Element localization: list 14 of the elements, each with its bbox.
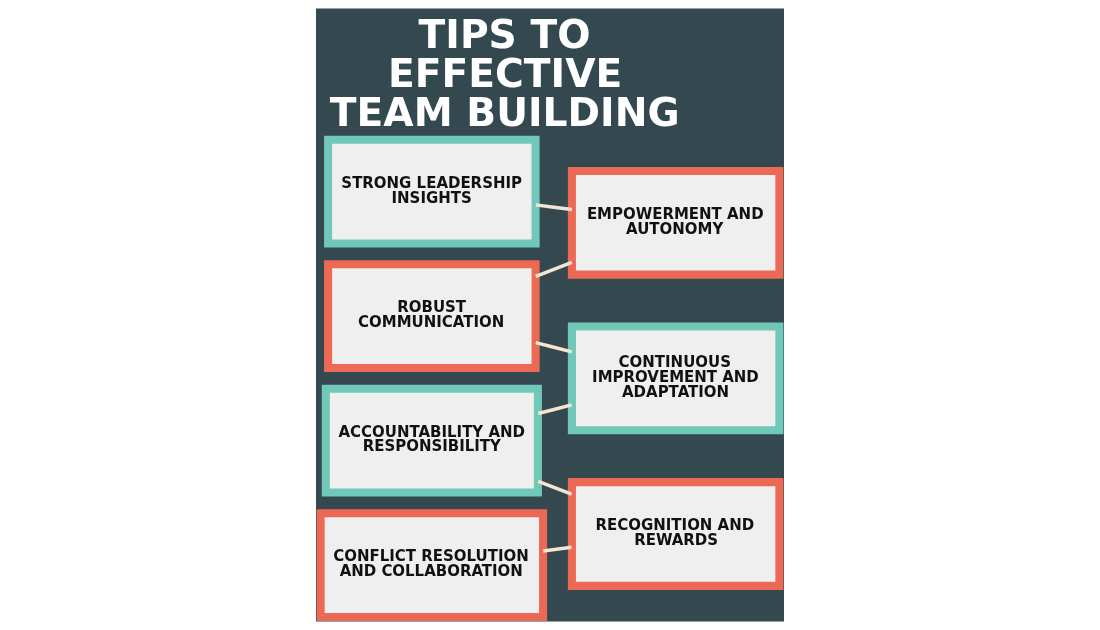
diagram-title: TIPS TO EFFECTIVE TEAM BUILDING [329, 11, 680, 136]
node-box: CONTINUOUS IMPROVEMENT AND ADAPTATION [567, 322, 784, 435]
connector [542, 545, 572, 553]
node-box: EMPOWERMENT AND AUTONOMY [567, 166, 784, 279]
node-box: STRONG LEADERSHIP INSIGHTS [324, 135, 540, 248]
node-box: CONFLICT RESOLUTION AND COLLABORATION [316, 509, 548, 622]
node-box: ACCOUNTABILITY AND RESPONSIBILITY [321, 384, 542, 497]
connector [535, 260, 573, 279]
connector [535, 203, 573, 212]
node-box: RECOGNITION AND REWARDS [567, 478, 784, 590]
node-box: ROBUST COMMUNICATION [324, 260, 540, 373]
connector [537, 403, 572, 416]
connector [537, 479, 573, 496]
connector [535, 340, 573, 354]
